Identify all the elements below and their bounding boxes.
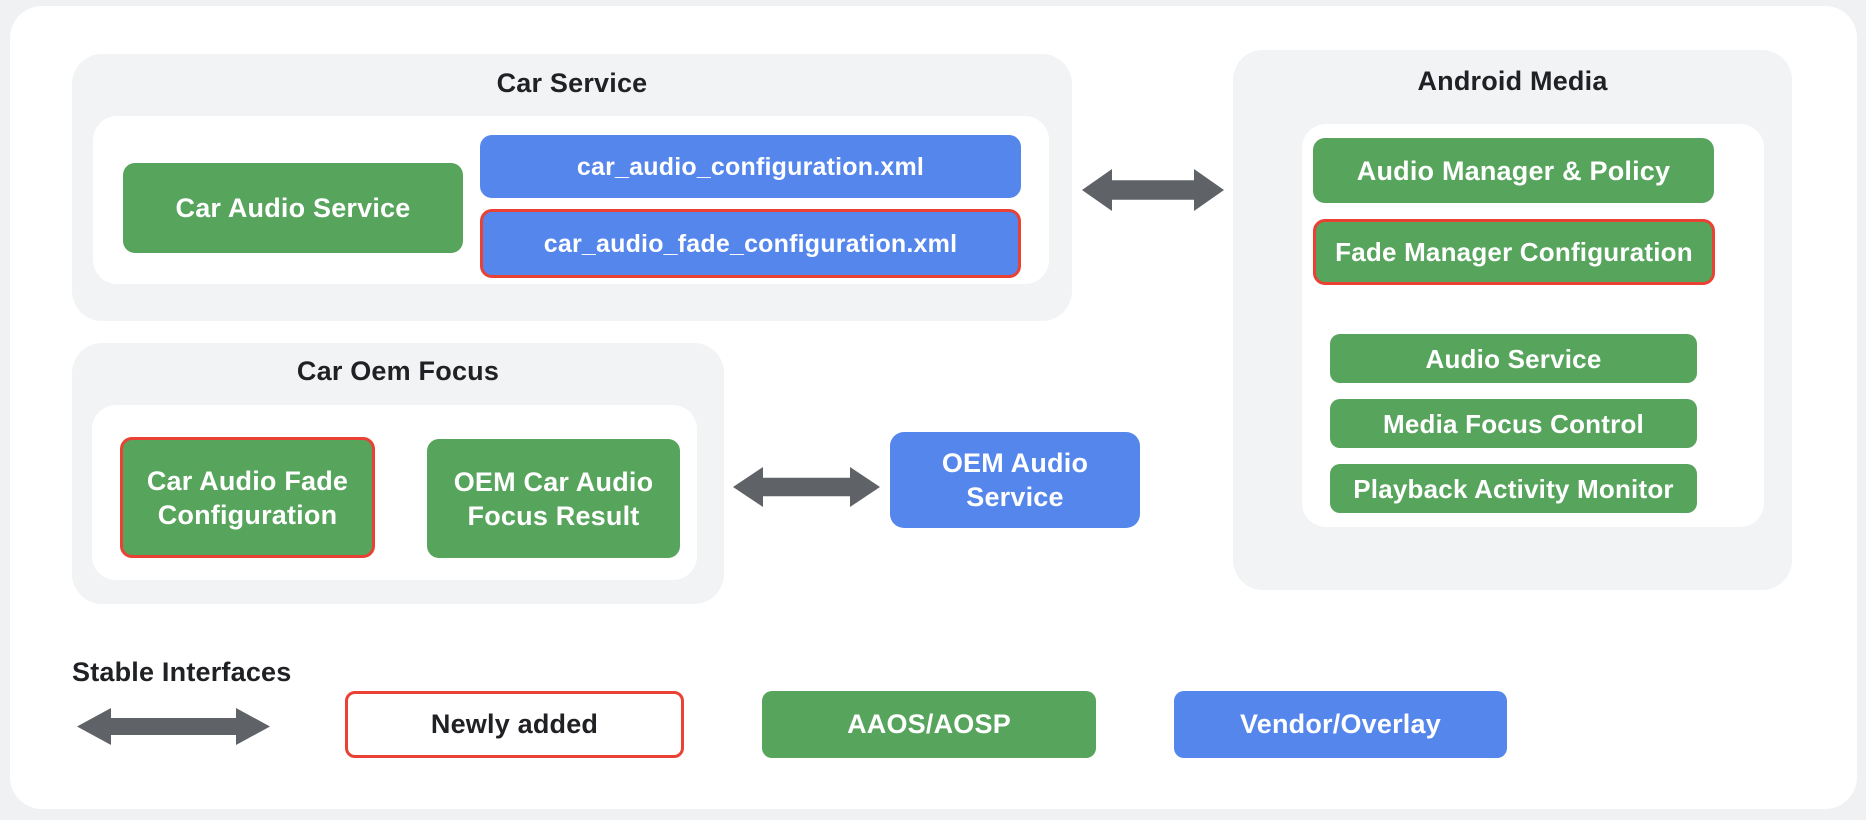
android-media-title: Android Media (1417, 66, 1608, 96)
legend-aaos-aosp: AAOS/AOSP (762, 691, 1096, 758)
android-media-group: Android Media Audio Manager & Policy Fad… (1233, 50, 1792, 590)
car-oem-focus-group: Car Oem Focus Car Audio Fade Configurati… (72, 343, 724, 604)
bidirectional-arrow-icon (733, 467, 880, 507)
stable-interfaces-label: Stable Interfaces (72, 657, 292, 687)
oem-car-audio-focus-result-node: OEM Car Audio Focus Result (427, 439, 680, 558)
car-oem-focus-inner-panel: Car Audio Fade Configuration OEM Car Aud… (92, 405, 697, 580)
car-audio-configuration-xml-node: car_audio_configuration.xml (480, 135, 1021, 198)
diagram-card: Car Service Car Audio Service car_audio_… (10, 6, 1857, 809)
playback-activity-monitor-node: Playback Activity Monitor (1330, 464, 1697, 513)
oem-audio-service-node: OEM Audio Service (890, 432, 1140, 528)
car-service-title: Car Service (496, 68, 648, 98)
android-media-inner-panel: Audio Manager & Policy Fade Manager Conf… (1302, 124, 1764, 527)
legend-newly-added: Newly added (345, 691, 684, 758)
car-service-inner-panel: Car Audio Service car_audio_configuratio… (93, 116, 1049, 284)
car-audio-fade-configuration-node: Car Audio Fade Configuration (120, 437, 375, 558)
car-oem-focus-title: Car Oem Focus (296, 356, 500, 386)
car-audio-service-node: Car Audio Service (123, 163, 463, 253)
car-service-group: Car Service Car Audio Service car_audio_… (72, 54, 1072, 321)
legend-vendor-overlay: Vendor/Overlay (1174, 691, 1507, 758)
audio-service-node: Audio Service (1330, 334, 1697, 383)
media-focus-control-node: Media Focus Control (1330, 399, 1697, 448)
bidirectional-arrow-icon (1082, 169, 1224, 211)
fade-manager-configuration-node: Fade Manager Configuration (1313, 219, 1715, 285)
audio-manager-policy-node: Audio Manager & Policy (1313, 138, 1714, 203)
bidirectional-arrow-icon (77, 708, 270, 745)
car-audio-fade-configuration-xml-node: car_audio_fade_configuration.xml (480, 209, 1021, 278)
